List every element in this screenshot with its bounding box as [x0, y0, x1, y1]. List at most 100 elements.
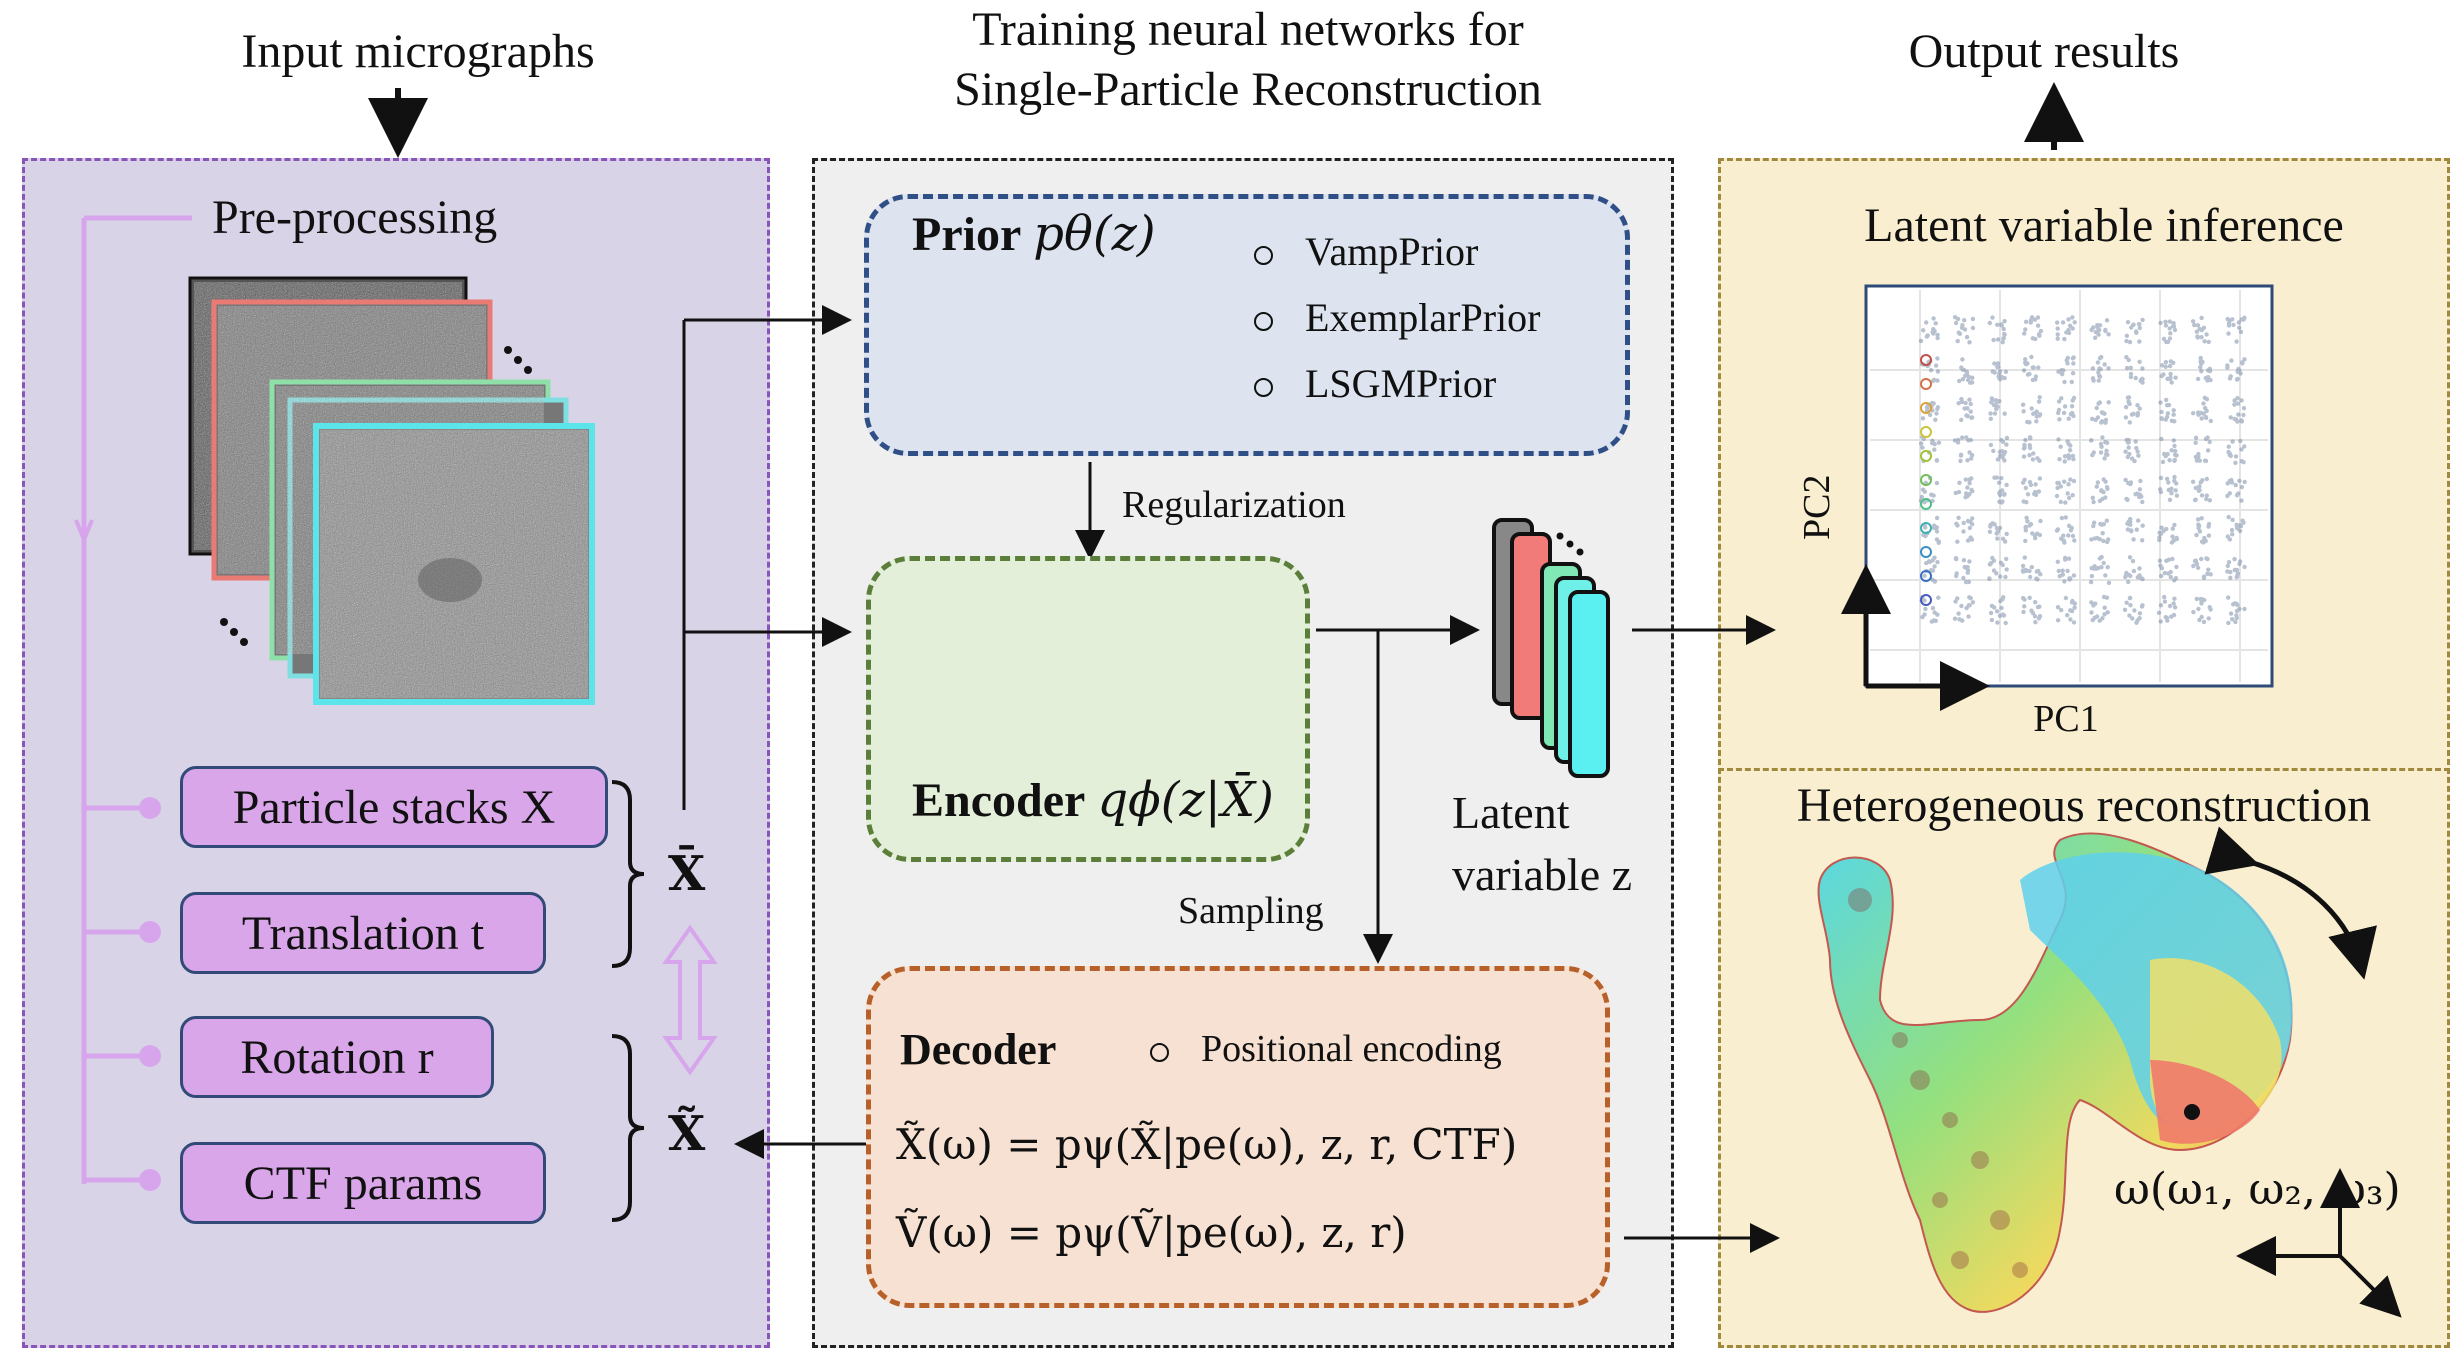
scatter-point — [2166, 571, 2171, 576]
scatter-point — [1991, 337, 1996, 343]
scatter-point — [1918, 338, 1924, 344]
scatter-point — [1970, 316, 1976, 322]
scatter-point — [2004, 531, 2009, 537]
scatter-point — [2239, 418, 2244, 423]
scatter-point — [2093, 329, 2098, 335]
scatter-point — [1991, 448, 1996, 454]
scatter-point — [2159, 436, 2164, 442]
scatter-point — [2167, 458, 2172, 463]
scatter-point — [1919, 441, 1924, 446]
scatter-point — [2090, 416, 2095, 422]
scatter-point — [2235, 573, 2240, 579]
scatter-point — [2065, 568, 2070, 574]
scatter-point — [2134, 445, 2139, 451]
scatter-point — [2171, 321, 2176, 326]
scatter-point — [2229, 480, 2235, 485]
scatter-point — [2162, 451, 2167, 457]
scatter-point — [2124, 338, 2129, 344]
scatter-point — [1994, 531, 2000, 536]
scatter-point — [2070, 356, 2075, 361]
scatter-point — [2191, 609, 2196, 615]
scatter-point — [2193, 435, 2199, 440]
scatter-point — [1967, 477, 1972, 482]
trajectory-point — [1920, 450, 1932, 462]
scatter-point — [2168, 574, 2173, 580]
scatter-point — [2238, 438, 2243, 444]
scatter-point — [2023, 327, 2028, 332]
scatter-point — [2174, 535, 2179, 541]
scatter-point — [1936, 440, 1942, 445]
scatter-point — [2089, 537, 2094, 542]
scatter-point — [2057, 417, 2062, 422]
scatter-point — [1969, 453, 1975, 458]
scatter-point — [2098, 441, 2104, 447]
scatter-point — [2158, 320, 2163, 326]
scatter-point — [2070, 315, 2075, 320]
trajectory-point — [1920, 354, 1932, 366]
bullet-icon — [1254, 246, 1273, 266]
scatter-point — [2123, 477, 2128, 483]
scatter-point — [2174, 493, 2180, 498]
scatter-point — [1963, 477, 1969, 482]
scatter-point — [2068, 608, 2073, 613]
scatter-point — [2056, 480, 2061, 486]
scatter-point — [2099, 565, 2104, 570]
scatter-point — [1959, 399, 1965, 405]
scatter-point — [2235, 376, 2240, 382]
scatter-point — [1994, 475, 2000, 480]
scatter-point — [2190, 319, 2196, 324]
scatter-point — [2196, 522, 2201, 527]
scatter-point — [1989, 617, 1995, 623]
scatter-point — [2128, 371, 2134, 377]
scatter-point — [2198, 365, 2203, 370]
scatter-point — [2023, 525, 2028, 530]
scatter-point — [2104, 518, 2109, 523]
scatter-point — [2027, 568, 2032, 574]
scatter-point — [2097, 323, 2103, 328]
scatter-point — [2020, 402, 2026, 407]
scatter-point — [2061, 410, 2067, 416]
scatter-point — [2027, 453, 2032, 458]
scatter-point — [2090, 617, 2095, 623]
scatter-point — [2035, 315, 2041, 320]
scatter-point — [1932, 447, 1937, 452]
scatter-point — [2063, 515, 2068, 520]
scatter-point — [1957, 378, 1962, 384]
scatter-point — [1930, 329, 1935, 335]
scatter-point — [2027, 479, 2033, 485]
bullet-icon — [1150, 1042, 1169, 1062]
scatter-point — [2241, 412, 2246, 418]
scatter-point — [2020, 563, 2026, 569]
scatter-point — [1970, 600, 1976, 605]
scatter-point — [2127, 613, 2132, 618]
prior-box — [864, 194, 1630, 456]
scatter-point — [2122, 607, 2128, 612]
scatter-point — [2129, 412, 2135, 417]
scatter-point — [1934, 529, 1940, 534]
scatter-point — [2158, 603, 2164, 608]
scatter-point — [2056, 568, 2061, 574]
scatter-point — [2035, 456, 2040, 461]
scatter-point — [2038, 518, 2043, 524]
scatter-point — [2065, 613, 2070, 618]
scatter-point — [2124, 333, 2130, 338]
rotation-pill: Rotation r — [180, 1016, 494, 1098]
scatter-point — [2159, 573, 2164, 579]
scatter-point — [2022, 555, 2028, 560]
scatter-point — [2241, 406, 2247, 411]
scatter-point — [1922, 489, 1928, 494]
scatter-point — [2173, 448, 2178, 454]
scatter-point — [1967, 481, 1972, 486]
prior-label: Prior — [912, 208, 1022, 261]
scatter-point — [2234, 339, 2239, 344]
scatter-point — [2059, 515, 2065, 521]
scatter-point — [2003, 574, 2008, 580]
scatter-point — [2128, 595, 2133, 601]
bullet-icon — [1254, 378, 1273, 398]
scatter-point — [2099, 410, 2105, 415]
scatter-point — [2242, 564, 2247, 570]
scatter-point — [2069, 404, 2075, 409]
scatter-point — [2031, 451, 2036, 456]
scatter-point — [2066, 556, 2072, 561]
scatter-point — [2070, 453, 2076, 459]
